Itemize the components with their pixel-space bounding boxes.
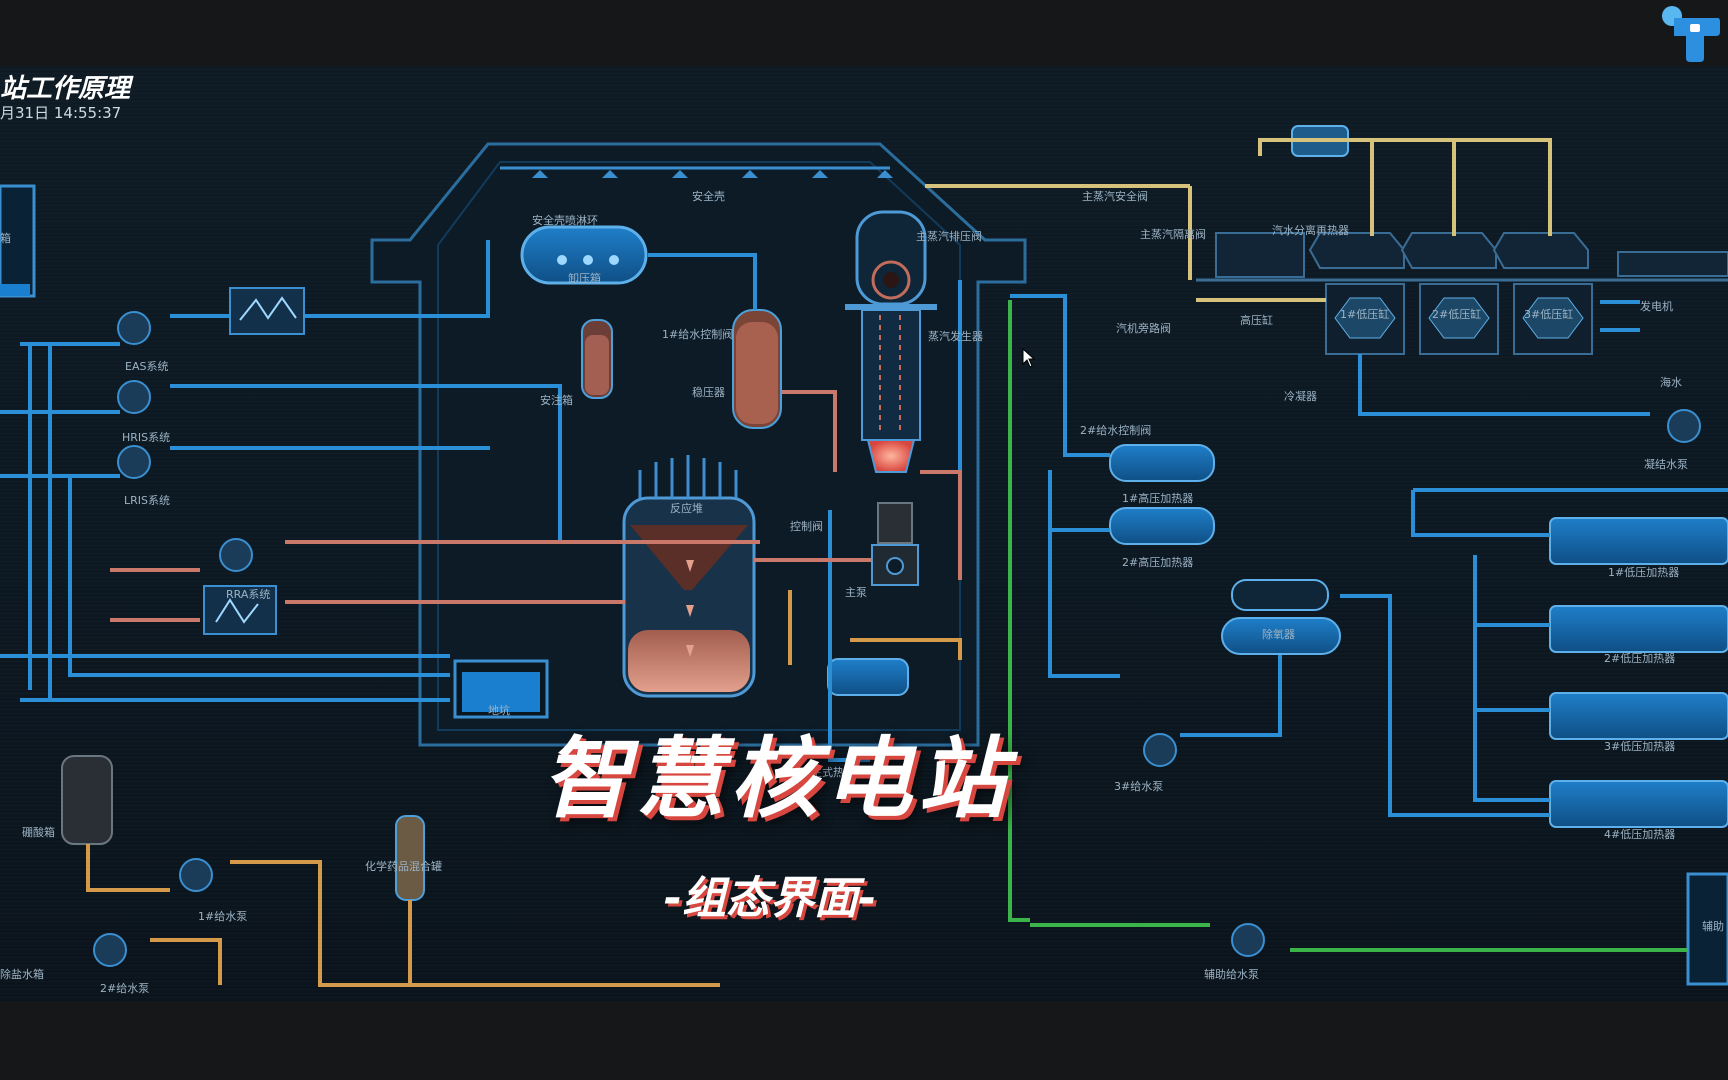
scada-canvas: 安全壳 安全壳喷淋环 卸压箱 1#给水控制阀 安注箱 稳压器 反应堆 控制阀 主… [0,66,1728,1002]
relief-tank [520,225,648,285]
label-main-steam-relief: 主蒸汽排压阀 [916,230,982,243]
main-pump [871,502,919,586]
label-pressurizer: 稳压器 [692,386,725,399]
label-lp-heater-2: 2#低压加热器 [1604,652,1676,665]
label-spray-loop: 安全壳喷淋环 [532,214,598,227]
label-chem-tank: 化学药品混合罐 [365,860,442,873]
label-aux-right: 辅助 [1702,920,1724,933]
label-lp-heater-3: 3#低压加热器 [1604,740,1676,753]
label-feed-valve-1: 1#给水控制阀 [662,328,734,341]
label-relief-tank: 卸压箱 [568,272,601,285]
label-lp-cylinder-3: 3#低压缸 [1524,308,1574,321]
label-condensate-pump: 凝结水泵 [1644,458,1688,471]
label-hp-heater-1: 1#高压加热器 [1122,492,1194,505]
label-reactor: 反应堆 [670,502,703,515]
label-deaerator: 除氧器 [1262,628,1295,641]
label-injection-tank: 安注箱 [540,394,573,407]
label-generator: 发电机 [1640,300,1673,313]
brand-logo-icon [1660,4,1722,62]
overlay-main-title: 智慧核电站 [541,727,1012,830]
label-pit: 地坑 [488,704,510,717]
label-lp-cylinder-1: 1#低压缸 [1340,308,1390,321]
label-boric-tank: 硼酸箱 [22,826,55,839]
label-condenser: 冷凝器 [1284,390,1317,403]
pump-symbols [93,311,1701,967]
label-steam-generator: 蒸汽发生器 [928,330,983,343]
label-lris: LRIS系统 [124,494,170,507]
label-seawater: 海水 [1660,376,1682,389]
overlay-subtitle: -组态界面- [663,873,877,924]
label-rra: RRA系统 [226,588,271,601]
label-turbine-bypass: 汽机旁路阀 [1116,322,1171,335]
process-diagram [0,125,1728,987]
label-regen-hx: 再生式热交换器 [800,766,877,779]
label-moisture-sep: 汽水分离再热器 [1272,224,1349,237]
label-tank-left: 箱 [0,232,11,245]
label-control-valve: 控制阀 [790,520,823,533]
label-hris: HRIS系统 [122,431,171,444]
label-main-steam-safety: 主蒸汽安全阀 [1082,190,1148,203]
label-main-pump: 主泵 [845,586,867,599]
label-feed-pump-2: 2#给水泵 [100,982,150,995]
label-lp-heater-4: 4#低压加热器 [1604,828,1676,841]
label-lp-heater-1: 1#低压加热器 [1608,566,1680,579]
label-containment: 安全壳 [692,190,725,203]
label-eas: EAS系统 [125,360,169,373]
steam-generator [845,210,937,473]
mouse-cursor-icon [1022,347,1036,372]
label-demin-tank: 除盐水箱 [0,968,44,981]
label-hp-heater-2: 2#高压加热器 [1122,556,1194,569]
label-feed-pump-1: 1#给水泵 [198,910,248,923]
label-hp-cylinder: 高压缸 [1240,314,1273,327]
label-main-steam-isolation: 主蒸汽隔离阀 [1140,228,1206,241]
label-feed-pump-3: 3#给水泵 [1114,780,1164,793]
page-title: 站工作原理 [0,74,131,104]
label-lp-cylinder-2: 2#低压缸 [1432,308,1482,321]
label-aux-feed-pump: 辅助给水泵 [1204,968,1259,981]
datetime-display: 月31日 14:55:37 [0,104,122,122]
label-feed-valve-2: 2#给水控制阀 [1080,424,1152,437]
